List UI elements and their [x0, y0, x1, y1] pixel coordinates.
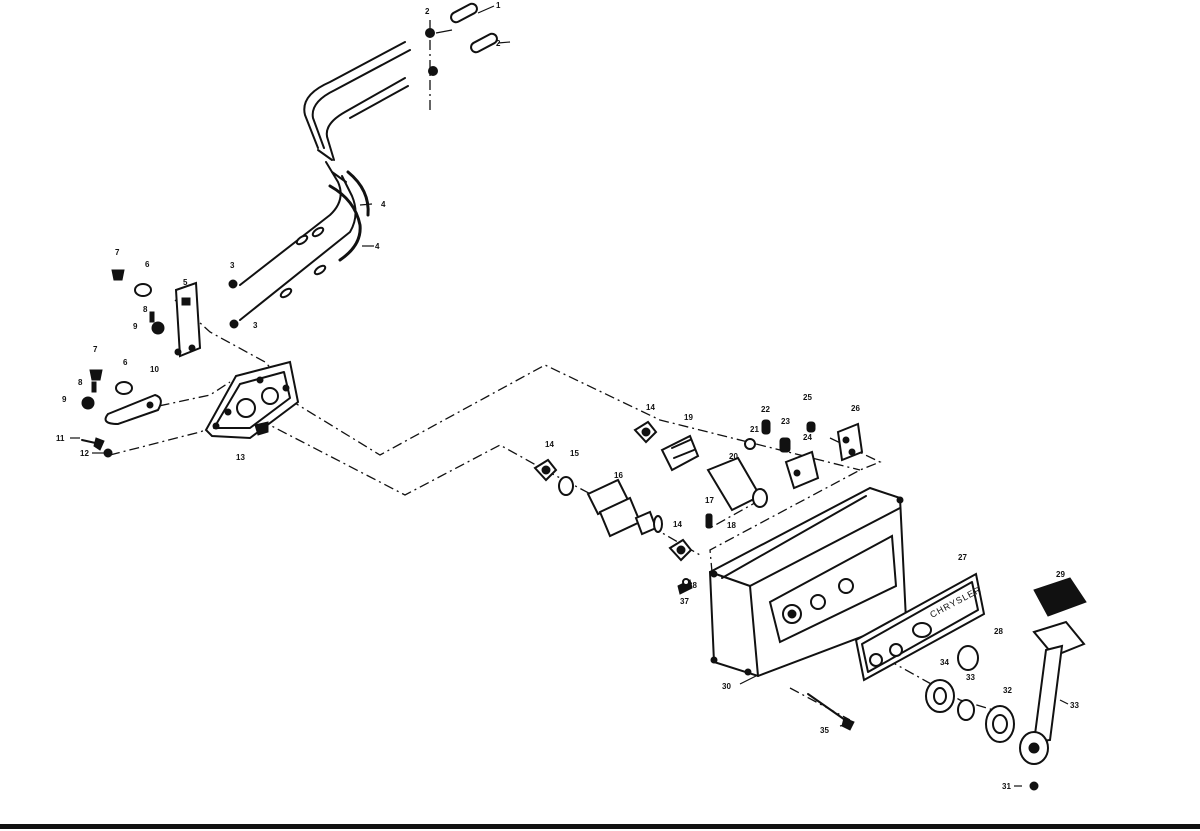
cable-nut-3a: [228, 279, 238, 289]
callout-19: 19: [684, 413, 693, 422]
callout-26: 26: [851, 404, 860, 413]
cable-clip-2: [470, 32, 498, 54]
callout-17: 17: [705, 496, 714, 505]
callout-labels: 1 2 2 3 3 4 4 5 6 6 7 7 8 8 9 9 10 11 12…: [56, 1, 1079, 791]
callout-28: 28: [994, 627, 1003, 636]
screw-25: [806, 421, 816, 433]
callout-31: 31: [1002, 782, 1011, 791]
grip-29: [1033, 577, 1087, 617]
callout-29: 29: [1056, 570, 1065, 579]
washer-15: [558, 476, 574, 496]
callout-22: 22: [761, 405, 770, 414]
callout-14b: 14: [545, 440, 554, 449]
cable-clip-1: [450, 2, 478, 24]
leader-lines: [70, 5, 1069, 787]
bushing-34: [925, 679, 955, 713]
pin-17-18: [705, 513, 713, 529]
callout-7b: 7: [93, 345, 98, 354]
cable-end-clips: [425, 2, 498, 76]
spool-19: [660, 434, 700, 472]
callout-8b: 8: [78, 378, 83, 387]
bracket-hardware: [81, 269, 202, 458]
callout-34: 34: [940, 658, 949, 667]
callout-33b: 33: [966, 673, 975, 682]
callout-5: 5: [183, 278, 188, 287]
callout-2b: 2: [496, 39, 501, 48]
shaft-16: [586, 478, 663, 538]
washer-6b: [115, 381, 133, 395]
callout-14c: 14: [673, 520, 682, 529]
control-housing-30: [708, 486, 908, 678]
screw-7b: [89, 369, 103, 381]
callout-15: 15: [570, 449, 579, 458]
callout-25: 25: [803, 393, 812, 402]
handle-assembly: [807, 577, 1087, 791]
callout-1: 1: [496, 1, 501, 10]
callout-12: 12: [80, 449, 89, 458]
callout-6a: 6: [145, 260, 150, 269]
cable-nut-3b: [229, 319, 239, 329]
mounting-plate-13: [204, 360, 300, 440]
callout-32: 32: [1003, 686, 1012, 695]
callout-7a: 7: [115, 248, 120, 257]
callout-27: 27: [958, 553, 967, 562]
callout-18: 18: [727, 521, 736, 530]
cap-28: [957, 645, 979, 671]
bracket-24: [784, 450, 820, 490]
callout-33: 33: [1070, 701, 1079, 710]
cable-nut-2b: [428, 66, 438, 76]
callout-20: 20: [729, 452, 738, 461]
pin-8a: [149, 311, 155, 323]
bracket-5: [174, 281, 202, 358]
nut-9b: [81, 396, 95, 410]
callout-30: 30: [722, 682, 731, 691]
lever-10: [104, 393, 162, 426]
callout-24: 24: [803, 433, 812, 442]
callout-4b: 4: [375, 242, 380, 251]
bolt-31: [1029, 781, 1039, 791]
screw-7a: [111, 269, 125, 281]
spring-23: [779, 437, 791, 453]
callout-4a: 4: [381, 200, 386, 209]
callout-6b: 6: [123, 358, 128, 367]
washer-38: [682, 578, 690, 586]
callout-2a: 2: [425, 7, 430, 16]
mechanism-parts: [533, 419, 864, 595]
control-cables: [228, 41, 411, 329]
bushing-32: [985, 705, 1015, 743]
callout-37: 37: [680, 597, 689, 606]
callout-35: 35: [820, 726, 829, 735]
callout-3a: 3: [230, 261, 235, 270]
callout-14a: 14: [646, 403, 655, 412]
callout-13: 13: [236, 453, 245, 462]
callout-9a: 9: [133, 322, 138, 331]
bracket-26: [836, 422, 864, 462]
plunger-20: [706, 456, 768, 512]
washer-21: [744, 438, 756, 450]
screw-22: [761, 419, 771, 435]
callout-3b: 3: [253, 321, 258, 330]
callout-10: 10: [150, 365, 159, 374]
nut-9a: [151, 321, 165, 335]
nameplate-27: CHRYSLER: [854, 572, 986, 682]
callout-16: 16: [614, 471, 623, 480]
callout-8a: 8: [143, 305, 148, 314]
callout-11: 11: [56, 434, 65, 443]
lever-handle-33: [1019, 620, 1086, 765]
bolt-35: [807, 693, 849, 723]
cable-nut-2a: [425, 28, 435, 38]
callout-21: 21: [750, 425, 759, 434]
washer-6a: [134, 283, 152, 297]
callout-23: 23: [781, 417, 790, 426]
callout-38: 38: [688, 581, 697, 590]
bottom-rule: [0, 824, 1200, 829]
pin-8b: [91, 381, 97, 393]
washer-33: [957, 699, 975, 721]
callout-9b: 9: [62, 395, 67, 404]
